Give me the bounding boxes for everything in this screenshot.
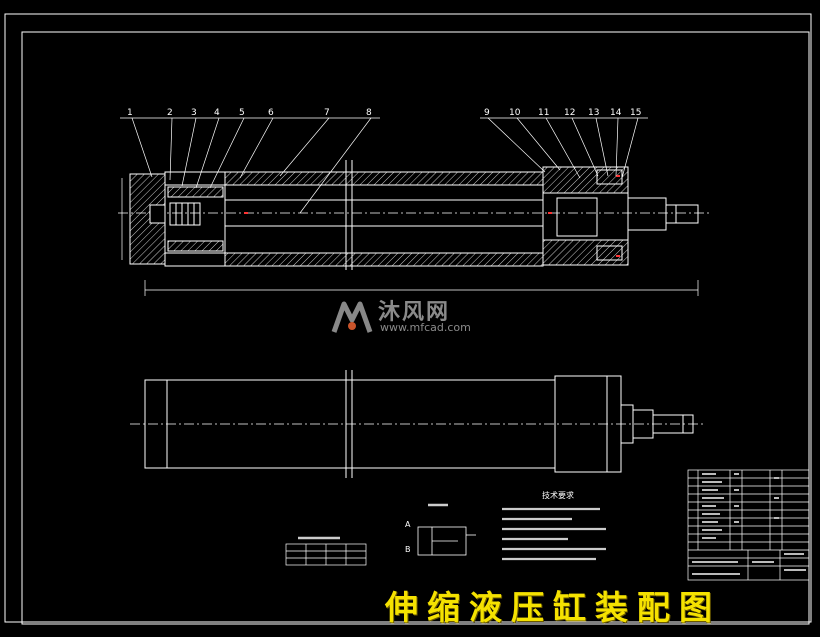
balloon-number: 11 <box>538 108 549 118</box>
balloon-numbers: 1 2 3 4 5 6 7 8 9 10 11 12 13 14 15 <box>127 108 641 118</box>
technical-requirements: 技术要求 <box>502 490 606 561</box>
watermark-brand: 沐风网 <box>378 300 451 325</box>
balloon-number: 8 <box>366 108 372 118</box>
mf-logo-icon <box>331 301 373 333</box>
balloon-number: 6 <box>268 108 274 118</box>
tech-heading: 技术要求 <box>542 490 574 500</box>
watermark-url: www.mfcad.com <box>380 321 471 334</box>
drawing-title: 伸缩液压缸装配图 <box>385 588 721 627</box>
section-view <box>118 117 712 296</box>
balloon-number: 4 <box>214 108 220 118</box>
svg-text:B: B <box>405 545 411 554</box>
balloon-number: 15 <box>630 108 641 118</box>
watermark: 沐风网 www.mfcad.com <box>330 296 500 340</box>
exterior-view <box>130 370 705 478</box>
balloon-number: 14 <box>610 108 622 118</box>
balloon-number: 3 <box>191 108 197 118</box>
inner-frame <box>21 31 810 625</box>
balloon-number: 5 <box>239 108 245 118</box>
balloon-number: 10 <box>509 108 521 118</box>
main-params-table <box>285 536 367 566</box>
balloon-number: 2 <box>167 108 173 118</box>
balloon-number: 12 <box>564 108 575 118</box>
title-block <box>687 469 810 581</box>
balloon-number: 9 <box>484 108 490 118</box>
hydraulic-symbol: A B <box>405 503 476 556</box>
outer-frame <box>4 13 812 623</box>
balloon-number: 7 <box>324 108 330 118</box>
balloon-number: 13 <box>588 108 599 118</box>
balloon-number: 1 <box>127 108 133 118</box>
svg-text:A: A <box>405 520 411 529</box>
